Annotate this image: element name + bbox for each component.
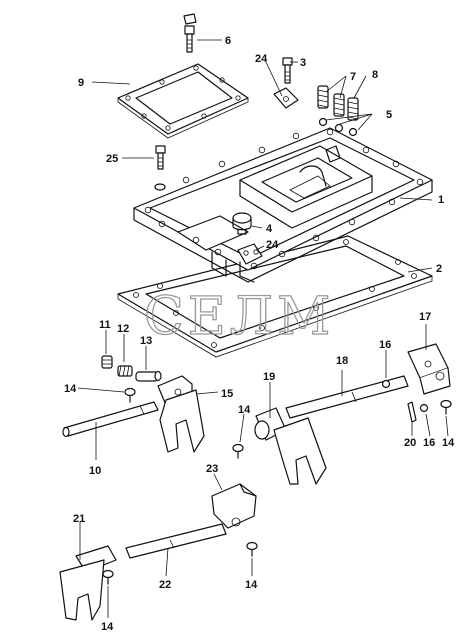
shift-block-part-17 <box>407 343 451 395</box>
callout-19: 19 <box>263 371 275 383</box>
callout-23: 23 <box>206 463 218 475</box>
spring-2 <box>333 93 345 117</box>
callout-11: 11 <box>99 319 111 331</box>
callout-17: 17 <box>419 311 431 323</box>
callout-13: 13 <box>140 335 152 347</box>
callout-8: 8 <box>372 69 378 81</box>
ball-part-16-lower <box>419 403 429 413</box>
cover-housing-part-1 <box>133 127 433 283</box>
shift-fork-part-19 <box>254 407 327 485</box>
callout-10: 10 <box>89 465 101 477</box>
screw-part-14-d <box>246 541 258 557</box>
callout-25: 25 <box>106 153 118 165</box>
detent-pin-part-13 <box>135 370 162 382</box>
callout-9: 9 <box>78 77 84 89</box>
lock-plate-part-24-lower <box>237 243 263 265</box>
shift-fork-part-15 <box>157 375 205 453</box>
callout-1: 1 <box>438 194 444 206</box>
screw-part-14-c <box>440 399 452 415</box>
callout-14-a: 14 <box>64 383 77 395</box>
springs-part-7 <box>317 85 359 121</box>
detent-plug-part-11 <box>101 355 113 369</box>
callout-5: 5 <box>386 109 392 121</box>
bolt-part-6 <box>183 13 197 53</box>
callout-24-upper: 24 <box>255 53 268 65</box>
callout-15: 15 <box>221 388 233 400</box>
callout-22: 22 <box>159 579 171 591</box>
screw-part-14-a <box>124 387 136 403</box>
watermark-text: СЕЛМ <box>144 287 334 347</box>
callout-14-d: 14 <box>245 579 258 591</box>
callout-14-c: 14 <box>442 437 455 449</box>
balls-part-5 <box>318 117 358 137</box>
shift-rod-part-18 <box>285 375 409 419</box>
callout-7: 7 <box>350 71 356 83</box>
shift-rod-part-10 <box>62 401 159 438</box>
callout-18: 18 <box>336 355 348 367</box>
callout-2: 2 <box>436 263 442 275</box>
spring-1 <box>317 85 329 109</box>
callout-14-b: 14 <box>238 404 251 416</box>
shift-rod-part-22 <box>125 523 227 559</box>
top-plate-part-9 <box>117 63 249 139</box>
ball-part-16-upper <box>381 379 391 389</box>
lock-plate-part-24-upper <box>273 87 299 109</box>
bolt-part-25 <box>154 145 166 191</box>
callout-21: 21 <box>73 513 85 525</box>
callout-14-e: 14 <box>101 621 114 633</box>
pin-part-20 <box>407 401 417 423</box>
detent-spring-part-12 <box>117 365 133 377</box>
shift-block-part-23 <box>211 483 257 529</box>
callout-20: 20 <box>404 437 416 449</box>
callout-24-lower: 24 <box>266 239 279 251</box>
callout-12: 12 <box>117 323 129 335</box>
callout-6: 6 <box>225 35 231 47</box>
shift-fork-part-21 <box>59 545 117 621</box>
screw-part-14-b <box>232 443 244 459</box>
callout-labels: 6 3 24 7 8 5 9 25 1 4 24 2 11 12 13 14 1… <box>64 35 455 633</box>
leader-lines <box>77 39 449 618</box>
bolt-part-3 <box>282 57 293 84</box>
callout-16-lower: 16 <box>423 437 435 449</box>
callout-3: 3 <box>300 57 306 69</box>
screw-part-14-e <box>102 569 114 585</box>
callout-4: 4 <box>266 223 273 235</box>
plug-part-4 <box>232 212 252 235</box>
gasket-part-2 <box>117 235 433 358</box>
callout-16-upper: 16 <box>379 339 391 351</box>
